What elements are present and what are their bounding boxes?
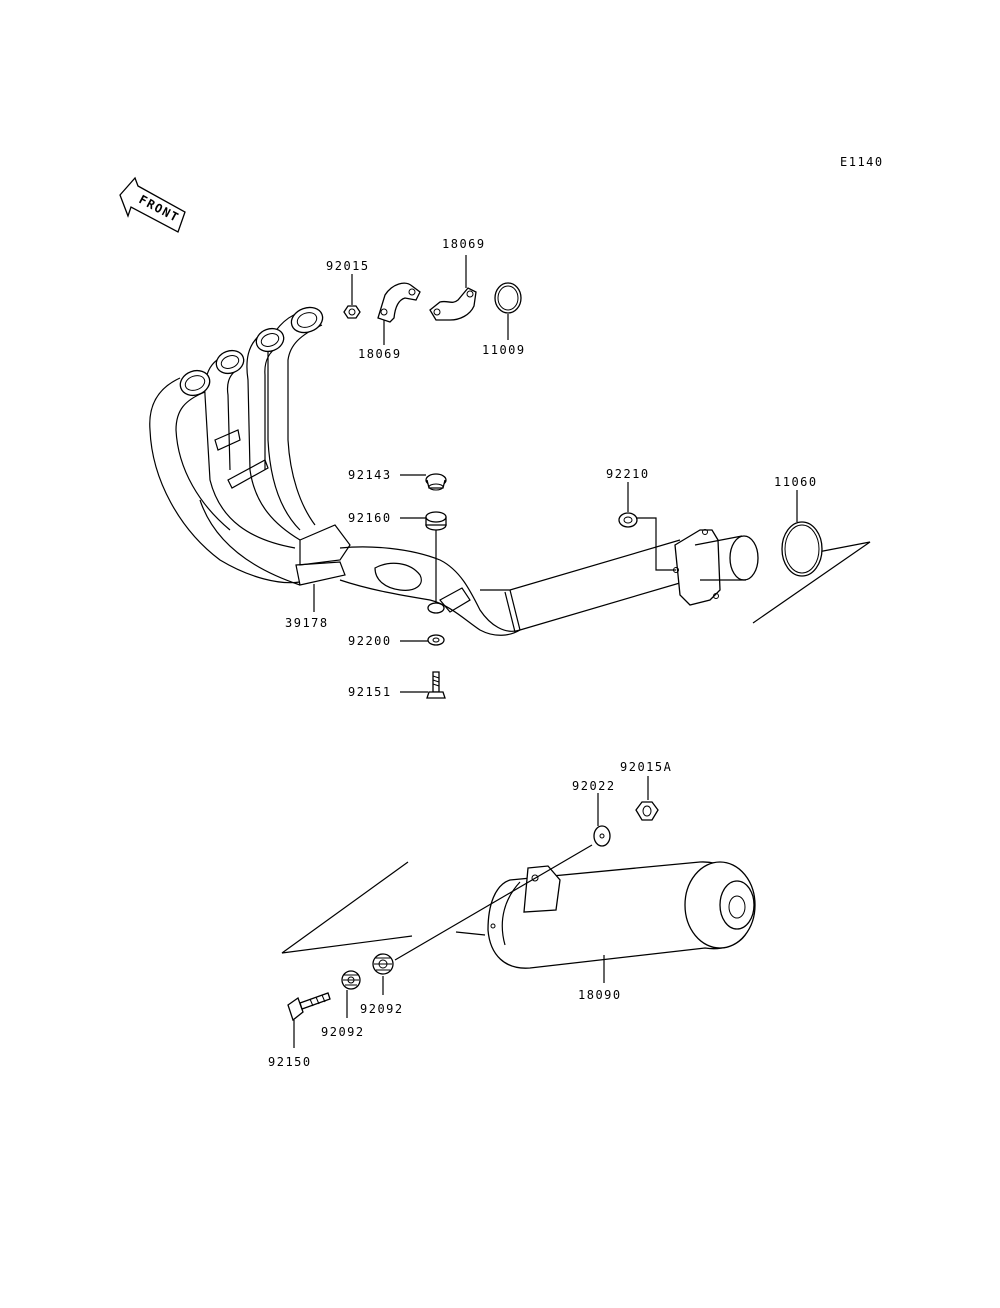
bolt-92151 <box>426 671 446 699</box>
label-92092-right: 92092 <box>360 1002 404 1016</box>
muffler-18090 <box>455 861 756 969</box>
diagram-code: E1140 <box>840 155 884 169</box>
label-11009: 11009 <box>482 343 526 357</box>
label-18090: 18090 <box>578 988 622 1002</box>
label-92200: 92200 <box>348 634 392 648</box>
collar-92210 <box>618 512 638 528</box>
label-18069-bottom: 18069 <box>358 347 402 361</box>
front-arrow-icon: FRONT <box>119 176 186 233</box>
damper-92160 <box>425 511 447 531</box>
label-39178: 39178 <box>285 616 329 630</box>
label-18069-top: 18069 <box>442 237 486 251</box>
guide-line-upper <box>752 541 871 624</box>
nut-92015A <box>635 801 659 821</box>
label-92210: 92210 <box>606 467 650 481</box>
label-92022: 92022 <box>572 779 616 793</box>
collar-92143 <box>425 473 447 491</box>
label-92015: 92015 <box>326 259 370 273</box>
gasket-11009 <box>494 282 522 314</box>
bolt-92150 <box>287 992 331 1022</box>
mount-bushing <box>427 602 445 614</box>
washer-92200 <box>427 634 445 646</box>
label-92143: 92143 <box>348 468 392 482</box>
label-11060: 11060 <box>774 475 818 489</box>
outlet-flange <box>673 529 759 606</box>
label-92160: 92160 <box>348 511 392 525</box>
label-92151: 92151 <box>348 685 392 699</box>
washer-92022 <box>593 825 611 847</box>
clamp-18069-right <box>429 287 477 321</box>
exhaust-header-pipes <box>149 306 691 636</box>
flange-bolt-line <box>636 517 676 571</box>
clamp-18069-left <box>377 282 421 323</box>
gasket-ring-11060 <box>781 521 823 577</box>
guide-line-lower <box>281 861 413 954</box>
nut-92015 <box>343 305 361 319</box>
label-92015A: 92015A <box>620 760 672 774</box>
damper-92092-left <box>341 970 361 990</box>
label-92150: 92150 <box>268 1055 312 1069</box>
label-92092-left: 92092 <box>321 1025 365 1039</box>
damper-92092-right <box>372 953 394 975</box>
muffler-bolt-line <box>394 844 593 961</box>
